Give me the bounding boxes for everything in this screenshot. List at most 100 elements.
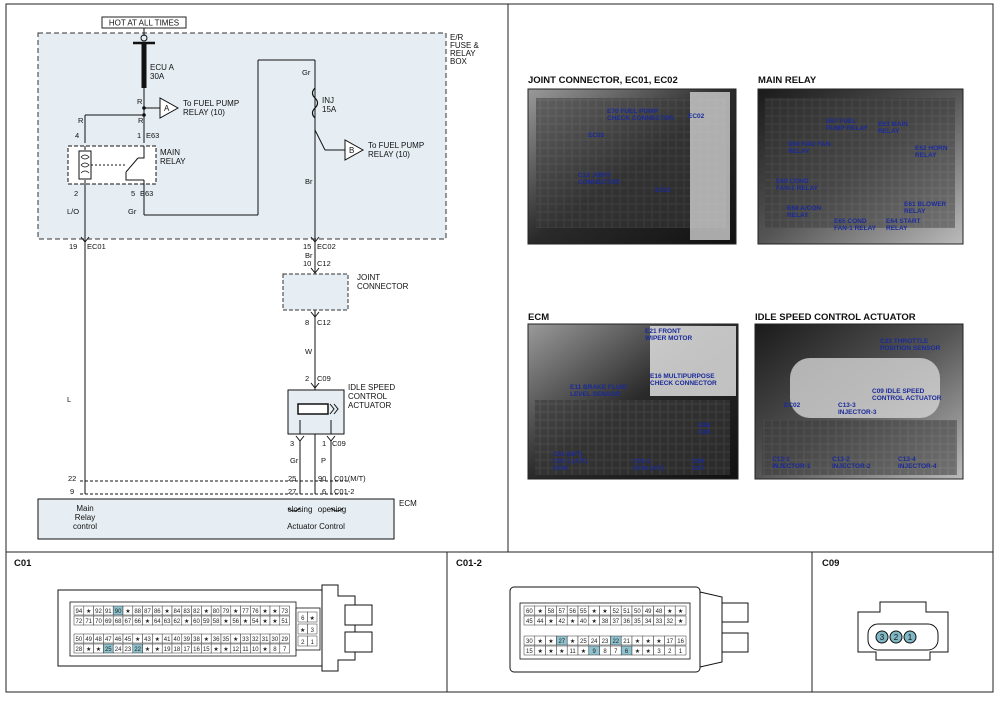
c01-r3-pin: 41	[164, 637, 171, 643]
c01-r4-pin: ★	[155, 646, 160, 653]
wire-color-l: L	[67, 395, 71, 404]
c012-r4-pin: 3	[657, 649, 661, 655]
photo-label-ec02: EC02	[688, 113, 705, 120]
c012-r4-pin: 11	[569, 649, 576, 655]
c09-top-pin: 2	[305, 374, 309, 383]
c01-r1-pin: 83	[183, 609, 190, 615]
c01-side-pin: 1	[311, 640, 315, 646]
c01-r2-pin: ★	[272, 618, 277, 625]
ecm-pin-6: 6	[322, 487, 326, 496]
photo-label-c09: C09 IDLE SPEED	[872, 388, 925, 395]
c01-r3-pin: 35	[223, 637, 230, 643]
photo-label-g37: G37	[692, 465, 705, 472]
hot-at-all-times-label: HOT AT ALL TIMES	[109, 19, 179, 28]
c01-side-pin: 2	[301, 640, 305, 646]
photo-label-e70b: CHECK CONNECTOR	[607, 115, 674, 122]
c01-r2-pin: 58	[213, 619, 220, 625]
c012-r4-pin: ★	[538, 648, 543, 655]
c12-bottom-label: C12	[317, 318, 331, 327]
c01-r1-pin: ★	[233, 608, 238, 615]
c01-r1-pin: 76	[252, 609, 259, 615]
c012-r2-pin: 44	[537, 619, 544, 625]
photo-label-c09b: CONTROL ACTUATOR	[872, 395, 942, 402]
c01-r2-cell	[279, 615, 290, 626]
photo-label-e61b: RELAY	[904, 208, 926, 215]
c01-r3-cell	[279, 633, 290, 644]
c01-r4-pin: 8	[273, 647, 277, 653]
photo-label-e69b: FAN-2 RELAY	[776, 185, 819, 192]
joint-connector-label-1: JOINT	[357, 273, 380, 282]
photo-label-e64: E64 START	[886, 218, 921, 225]
c01-r3-pin: 48	[95, 637, 102, 643]
photo-label-e66: E66 RAD FAN	[788, 141, 831, 148]
photo-label-e61: E61 BLOWER	[904, 201, 947, 208]
c012-r1-pin: ★	[602, 608, 607, 615]
fuse-ecu-a-rating: 30A	[150, 72, 165, 81]
c012-r1-pin: 56	[569, 609, 576, 615]
connector-title-c09: C09	[822, 558, 839, 569]
photo-label-c13-1: C13-1	[772, 456, 790, 463]
c012-r1-pin: ★	[592, 608, 597, 615]
photo-label-e69: E69 COND	[776, 178, 809, 185]
c09-pin-3: 3	[290, 439, 294, 448]
c012-r3-pin: 24	[591, 639, 598, 645]
c01-r3-pin: 43	[144, 637, 151, 643]
photo-label-c01: C01 (M/T)	[553, 451, 582, 458]
ecm-label: ECM	[399, 499, 417, 508]
c01-r3-pin: ★	[155, 636, 160, 643]
ec01-pin: 19	[69, 242, 77, 251]
c01-r3-pin: 46	[115, 637, 122, 643]
ecm-main-relay-3: control	[73, 522, 97, 531]
c01-r4-pin: ★	[96, 646, 101, 653]
c01-side-cell	[307, 611, 318, 623]
c01-r2-pin: ★	[262, 618, 267, 625]
connector-a-triangle-icon	[159, 97, 180, 119]
photo-label-e65: E65 COND	[834, 218, 867, 225]
ecm-pin-27: 27	[288, 487, 296, 496]
c01-r1-pin: 94	[76, 609, 83, 615]
ecm-pin-22: 22	[68, 474, 76, 483]
photo-label-c12: C12 JOINT	[578, 172, 611, 179]
photo-label-e21b: WIPER MOTOR	[645, 335, 692, 342]
c01-r1-pin: 92	[95, 609, 102, 615]
photo-main-relay: MAIN RELAY E67 FUEL PUMP RELAY E63 MAIN …	[757, 75, 964, 245]
wire-color-gr-3: Gr	[290, 456, 299, 465]
ecm-main-relay-2: Relay	[75, 513, 95, 522]
pin-5-label: 5	[131, 189, 135, 198]
c01-r2-pin: 71	[85, 619, 92, 625]
c012-r4-pin: 1	[679, 649, 683, 655]
photo-label-e67: E67 FUEL	[826, 118, 856, 125]
photo-label-e16: E16 MULTIPURPOSE	[650, 373, 715, 380]
wire-color-gr-1: Gr	[128, 207, 137, 216]
isca-coil-icon	[297, 403, 329, 415]
c01-r1-pin: 77	[242, 609, 249, 615]
photo-label-c12b: CONNECTOR	[578, 179, 620, 186]
photo-title-isca: IDLE SPEED CONTROL ACTUATOR	[755, 312, 916, 323]
c01-r1-pin: 87	[144, 609, 151, 615]
c012-r2-pin: 33	[656, 619, 663, 625]
c012-r2-pin: ★	[548, 618, 553, 625]
c012-r3-pin: 21	[623, 639, 630, 645]
c01-r4-pin: 10	[252, 647, 259, 653]
photo-joint-connector: JOINT CONNECTOR, EC01, EC02 E70 FUEL PUM…	[527, 75, 737, 245]
c09-bottom-label: C09	[332, 439, 346, 448]
c012-r1-pin: 60	[526, 609, 533, 615]
c01-r4-pin: 19	[164, 647, 171, 653]
photo-label-c01-2: C01-2	[633, 458, 651, 465]
c09-pin-3-icon	[875, 630, 889, 644]
c01-r1-pin: ★	[204, 608, 209, 615]
c01-r4-pin: 28	[76, 647, 83, 653]
ecm-pin-90: 90	[318, 474, 326, 483]
connector-title-c01-2: C01-2	[456, 558, 482, 569]
c01-r4-pin: 17	[183, 647, 190, 653]
photo-label-c23b: POSITION SENSOR	[880, 345, 941, 352]
c01-r4-pin: 24	[115, 647, 122, 653]
photo-label-c13-2: C13-2	[832, 456, 850, 463]
c012-r1-pin: ★	[678, 608, 683, 615]
